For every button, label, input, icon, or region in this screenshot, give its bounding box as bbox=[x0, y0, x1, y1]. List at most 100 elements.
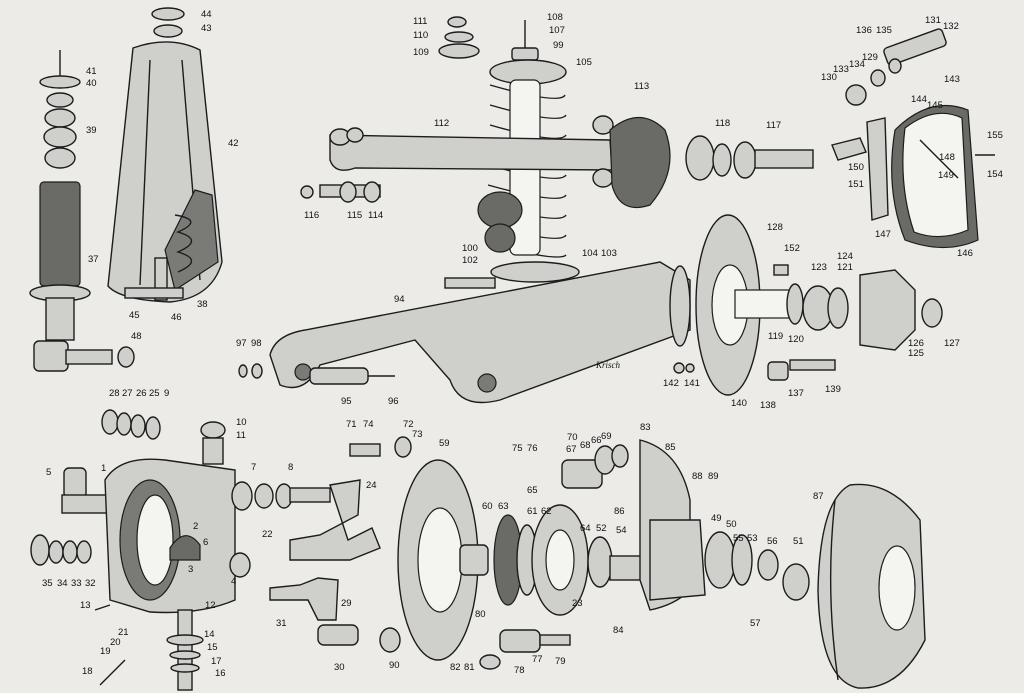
part-label-85: 85 bbox=[665, 442, 676, 453]
part-label-37: 37 bbox=[88, 254, 99, 265]
part-label-102: 102 bbox=[462, 255, 478, 266]
part-label-55: 55 bbox=[733, 533, 744, 544]
part-label-155: 155 bbox=[987, 130, 1003, 141]
part-label-127: 127 bbox=[944, 338, 960, 349]
part-label-116: 116 bbox=[304, 210, 319, 221]
part-label-9: 9 bbox=[164, 388, 169, 399]
part-label-60: 60 bbox=[482, 501, 493, 512]
part-label-18: 18 bbox=[82, 666, 93, 677]
part-label-149: 149 bbox=[938, 170, 954, 181]
part-label-140: 140 bbox=[731, 398, 747, 409]
part-label-54: 54 bbox=[616, 525, 627, 536]
part-label-44: 44 bbox=[201, 9, 212, 20]
part-label-121: 121 bbox=[837, 262, 853, 273]
part-label-152: 152 bbox=[784, 243, 800, 254]
part-label-78: 78 bbox=[514, 665, 525, 676]
cover-tube bbox=[107, 7, 223, 303]
part-label-134: 134 bbox=[849, 59, 865, 70]
part-label-115: 115 bbox=[347, 210, 362, 221]
part-label-80: 80 bbox=[475, 609, 486, 620]
part-label-63: 63 bbox=[498, 501, 509, 512]
part-label-150: 150 bbox=[848, 162, 864, 173]
part-label-26: 26 bbox=[136, 388, 147, 399]
part-label-143: 143 bbox=[944, 74, 960, 85]
part-label-99: 99 bbox=[553, 40, 564, 51]
part-label-133: 133 bbox=[833, 64, 849, 75]
shock-absorber bbox=[29, 50, 135, 372]
part-label-10: 10 bbox=[236, 417, 247, 428]
part-label-107: 107 bbox=[549, 25, 565, 36]
part-label-2: 2 bbox=[193, 521, 198, 532]
part-label-45: 45 bbox=[129, 310, 140, 321]
part-label-123: 123 bbox=[811, 262, 827, 273]
part-label-52: 52 bbox=[596, 523, 607, 534]
front-stub-axle bbox=[30, 409, 401, 691]
part-label-90: 90 bbox=[389, 660, 400, 671]
part-label-86: 86 bbox=[614, 506, 625, 517]
part-label-17: 17 bbox=[211, 656, 222, 667]
part-label-124: 124 bbox=[837, 251, 853, 262]
part-label-89: 89 bbox=[708, 471, 719, 482]
part-label-43: 43 bbox=[201, 23, 212, 34]
part-label-32: 32 bbox=[85, 578, 96, 589]
part-label-21: 21 bbox=[118, 627, 129, 638]
part-label-53: 53 bbox=[747, 533, 758, 544]
part-label-34: 34 bbox=[57, 578, 68, 589]
part-label-29: 29 bbox=[341, 598, 352, 609]
part-label-31: 31 bbox=[276, 618, 287, 629]
part-label-147: 147 bbox=[875, 229, 891, 240]
part-label-48: 48 bbox=[131, 331, 142, 342]
rear-backing-plate bbox=[669, 214, 943, 396]
part-label-64: 64 bbox=[580, 523, 591, 534]
part-label-67: 67 bbox=[566, 444, 577, 455]
part-label-73: 73 bbox=[412, 429, 423, 440]
part-label-94: 94 bbox=[394, 294, 405, 305]
part-label-1: 1 bbox=[101, 463, 106, 474]
part-label-66: 66 bbox=[591, 435, 602, 446]
part-label-13: 13 bbox=[80, 600, 91, 611]
part-label-109: 109 bbox=[413, 47, 429, 58]
part-label-142: 142 bbox=[663, 378, 679, 389]
part-label-112: 112 bbox=[434, 118, 449, 129]
part-label-22: 22 bbox=[262, 529, 273, 540]
part-label-148: 148 bbox=[939, 152, 955, 163]
part-label-104: 104 bbox=[582, 248, 598, 259]
part-label-72: 72 bbox=[403, 419, 414, 430]
part-label-139: 139 bbox=[825, 384, 841, 395]
part-label-46: 46 bbox=[171, 312, 182, 323]
part-label-79: 79 bbox=[555, 656, 566, 667]
part-label-11: 11 bbox=[236, 430, 246, 441]
part-label-3: 3 bbox=[188, 564, 193, 575]
part-label-108: 108 bbox=[547, 12, 563, 23]
part-label-87: 87 bbox=[813, 491, 824, 502]
part-label-33: 33 bbox=[71, 578, 82, 589]
part-label-35: 35 bbox=[42, 578, 53, 589]
part-label-131: 131 bbox=[925, 15, 941, 26]
part-label-24: 24 bbox=[366, 480, 377, 491]
part-label-12: 12 bbox=[205, 600, 216, 611]
part-label-120: 120 bbox=[788, 334, 804, 345]
trailing-arm bbox=[238, 261, 691, 404]
part-label-27: 27 bbox=[122, 388, 133, 399]
part-label-130: 130 bbox=[821, 72, 837, 83]
part-label-111: 111 bbox=[413, 16, 427, 27]
part-label-100: 100 bbox=[462, 243, 478, 254]
part-label-132: 132 bbox=[943, 21, 959, 32]
part-label-65: 65 bbox=[527, 485, 538, 496]
part-label-144: 144 bbox=[911, 94, 927, 105]
part-label-138: 138 bbox=[760, 400, 776, 411]
part-label-6: 6 bbox=[203, 537, 208, 548]
part-label-71: 71 bbox=[346, 419, 357, 430]
part-label-39: 39 bbox=[86, 125, 97, 136]
part-label-145: 145 bbox=[927, 100, 943, 111]
part-label-28: 28 bbox=[109, 388, 120, 399]
part-label-125: 125 bbox=[908, 348, 924, 359]
part-label-114: 114 bbox=[368, 210, 383, 221]
part-label-4: 4 bbox=[231, 576, 236, 587]
part-label-14: 14 bbox=[204, 629, 215, 640]
part-label-84: 84 bbox=[613, 625, 624, 636]
part-label-15: 15 bbox=[207, 642, 218, 653]
part-label-141: 141 bbox=[684, 378, 700, 389]
part-label-62: 62 bbox=[541, 506, 552, 517]
part-label-61: 61 bbox=[527, 506, 538, 517]
